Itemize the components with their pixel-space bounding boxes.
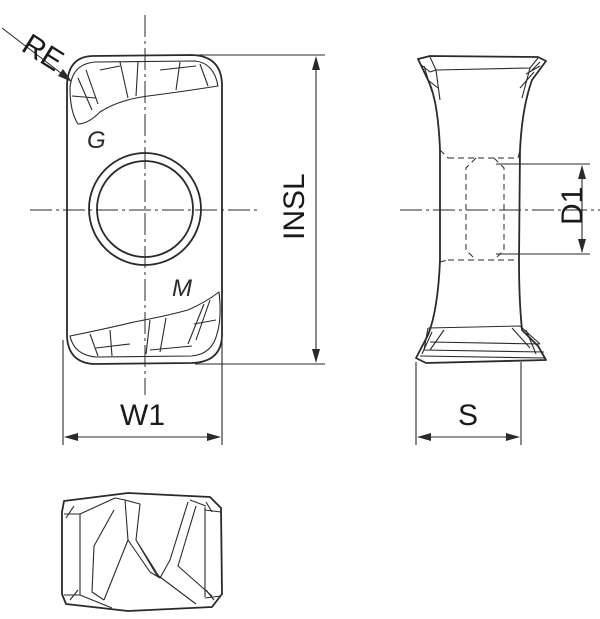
bottom-view-facet-lines bbox=[91, 497, 213, 605]
front-view-top-facet-lines bbox=[71, 61, 209, 111]
bottom-view bbox=[61, 492, 223, 612]
w1-arrowhead-right bbox=[207, 433, 221, 441]
insl-arrowhead-top bbox=[312, 56, 320, 70]
d1-arrowhead-bottom bbox=[578, 239, 586, 253]
side-view-bottom-band bbox=[419, 325, 547, 359]
front-view-top-chipbreaker bbox=[69, 60, 219, 125]
d1-arrowhead-top bbox=[578, 165, 586, 179]
side-view-top-facets bbox=[423, 65, 541, 93]
re-leader-line bbox=[1, 27, 71, 81]
w1-dimension-label: W1 bbox=[120, 399, 165, 432]
side-view-bottom-facets bbox=[421, 327, 537, 355]
side-view-top-band bbox=[419, 56, 541, 101]
insl-dimension-label: INSL bbox=[278, 173, 311, 240]
front-view-outline bbox=[66, 54, 223, 365]
grade-marking-m: M bbox=[172, 275, 192, 302]
grade-marking-g: G bbox=[87, 127, 106, 154]
re-dimension-label: RE bbox=[16, 28, 69, 78]
front-view-center-hole-inner bbox=[96, 160, 194, 258]
bottom-view-corner-details bbox=[65, 499, 215, 601]
bottom-view-edge-lines bbox=[64, 497, 222, 609]
s-arrowhead-left bbox=[417, 433, 431, 441]
side-view: D1 S bbox=[400, 55, 600, 445]
s-dimension-label: S bbox=[458, 399, 478, 432]
insl-arrowhead-bottom bbox=[312, 349, 320, 363]
front-view-bottom-chipbreaker bbox=[69, 291, 221, 358]
w1-arrowhead-left bbox=[64, 433, 78, 441]
side-view-outline bbox=[415, 55, 547, 364]
front-view-bottom-facet-lines bbox=[89, 299, 217, 357]
side-view-hidden-hole bbox=[439, 149, 521, 263]
front-view-center-hole-outer bbox=[88, 152, 202, 266]
d1-dimension-label: D1 bbox=[556, 187, 589, 225]
s-arrowhead-right bbox=[506, 433, 520, 441]
front-view: G M RE INSL W1 bbox=[1, 15, 325, 445]
bottom-view-outline bbox=[61, 492, 223, 612]
re-leader-arrowhead bbox=[58, 69, 72, 82]
